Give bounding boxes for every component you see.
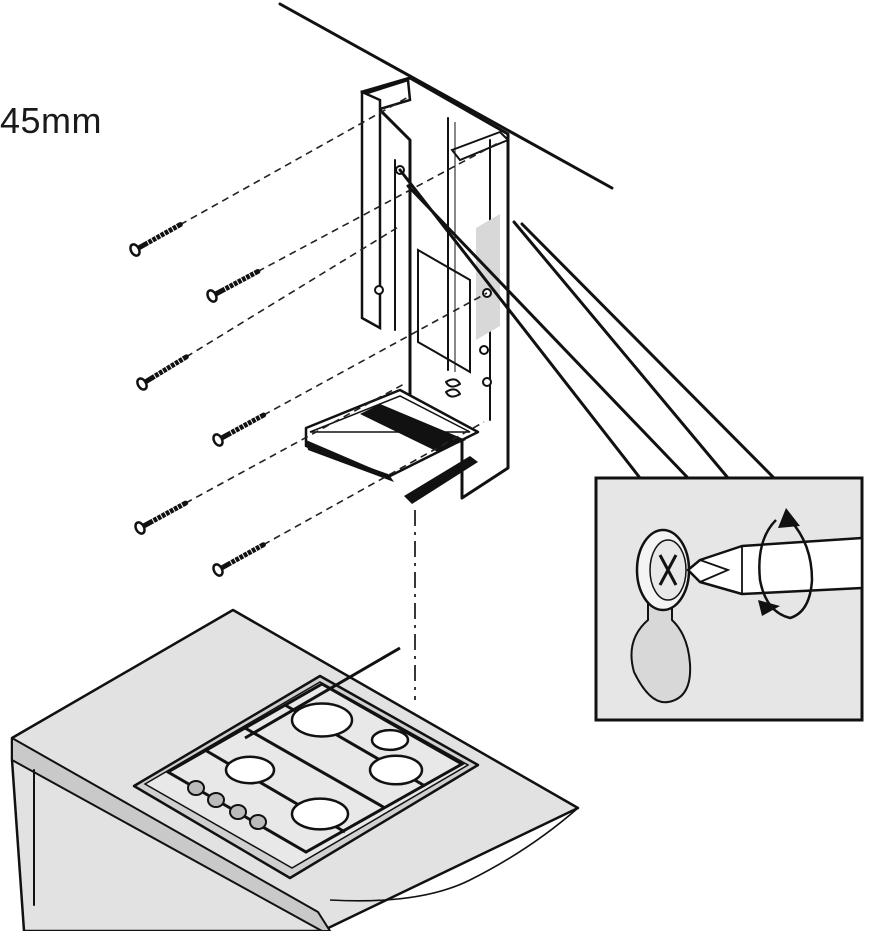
screw-guide-line	[263, 292, 488, 416]
screw-guide-lines	[179, 95, 501, 546]
screws	[129, 222, 267, 577]
screw-guide-line	[179, 95, 411, 226]
screw-guide-line	[263, 421, 485, 546]
burner-icon	[370, 728, 410, 752]
screw-guide-line	[257, 141, 501, 273]
screw-icon	[134, 500, 189, 535]
detail-panel	[594, 476, 864, 722]
burner-icon	[224, 755, 276, 785]
screw-guide-line	[185, 225, 401, 358]
burner-icon	[290, 797, 350, 831]
burner-icon	[368, 754, 424, 786]
screw-icon	[206, 268, 261, 303]
rotation-arrow-icon	[758, 508, 814, 620]
screwdriver-icon	[686, 536, 864, 596]
control-knob-icon	[229, 804, 247, 820]
detail-leader-lines	[398, 168, 776, 480]
gas-hob	[132, 646, 480, 880]
mounting-bracket	[304, 76, 510, 504]
control-knob-icon	[187, 780, 205, 796]
keyhole-slot-icon	[630, 559, 692, 704]
screw-head-icon	[635, 528, 691, 612]
control-knob-icon	[207, 792, 225, 808]
screw-icon	[212, 412, 267, 447]
burner-icon	[290, 702, 354, 738]
ceiling-line	[278, 2, 614, 190]
control-knob-icon	[249, 814, 267, 830]
screw-icon	[136, 354, 189, 391]
screw-icon	[129, 222, 183, 257]
screw-icon	[212, 542, 266, 577]
dimension-label: 45mm	[0, 100, 103, 141]
screw-guide-line	[185, 383, 405, 504]
